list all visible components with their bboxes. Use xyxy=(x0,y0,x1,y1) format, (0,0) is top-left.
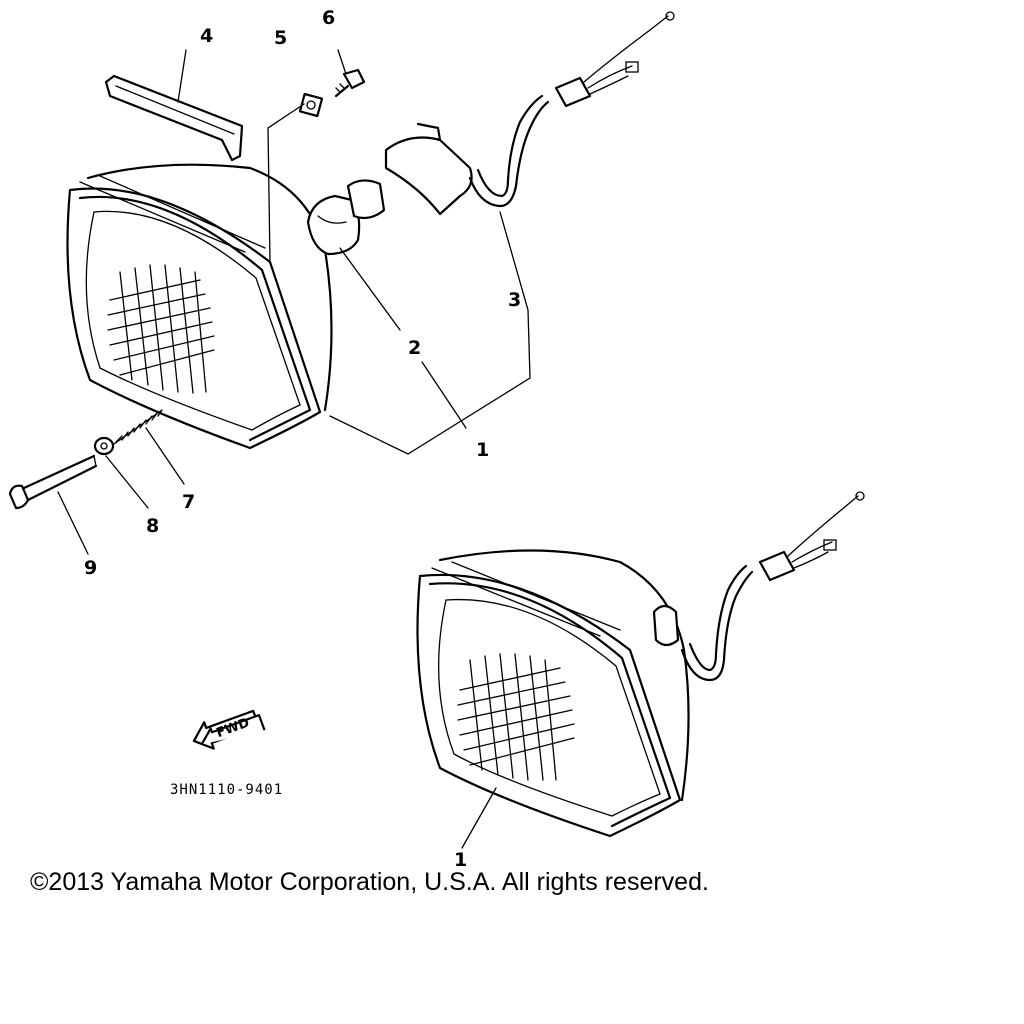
headlight-bulb xyxy=(306,179,386,256)
washer xyxy=(93,436,115,456)
callout-5: 5 xyxy=(274,27,287,49)
screw xyxy=(334,68,366,98)
leader-lines-upper xyxy=(57,49,531,555)
diagram-code: 3HN1110-9401 xyxy=(170,782,283,798)
copyright-notice: ©2013 Yamaha Motor Corporation, U.S.A. A… xyxy=(30,868,709,896)
callout-6: 6 xyxy=(322,7,335,29)
bulb-socket-harness xyxy=(384,11,675,216)
callout-1-upper: 1 xyxy=(476,439,489,461)
fwd-direction-arrow: FWD xyxy=(192,709,266,750)
callout-9: 9 xyxy=(84,557,97,579)
callout-8: 8 xyxy=(146,515,159,537)
leader-line-lower xyxy=(461,787,497,849)
adjusting-spring xyxy=(113,409,163,445)
callout-4: 4 xyxy=(200,25,213,47)
callout-1-lower: 1 xyxy=(454,849,467,871)
callout-3: 3 xyxy=(508,289,521,311)
visor-strip xyxy=(104,74,244,162)
lower-headlight-assembly xyxy=(416,491,865,838)
adjusting-bolt xyxy=(8,454,98,510)
callout-7: 7 xyxy=(182,491,195,513)
callout-2: 2 xyxy=(408,337,421,359)
nut xyxy=(298,92,324,118)
upper-headlight-housing xyxy=(66,163,333,450)
